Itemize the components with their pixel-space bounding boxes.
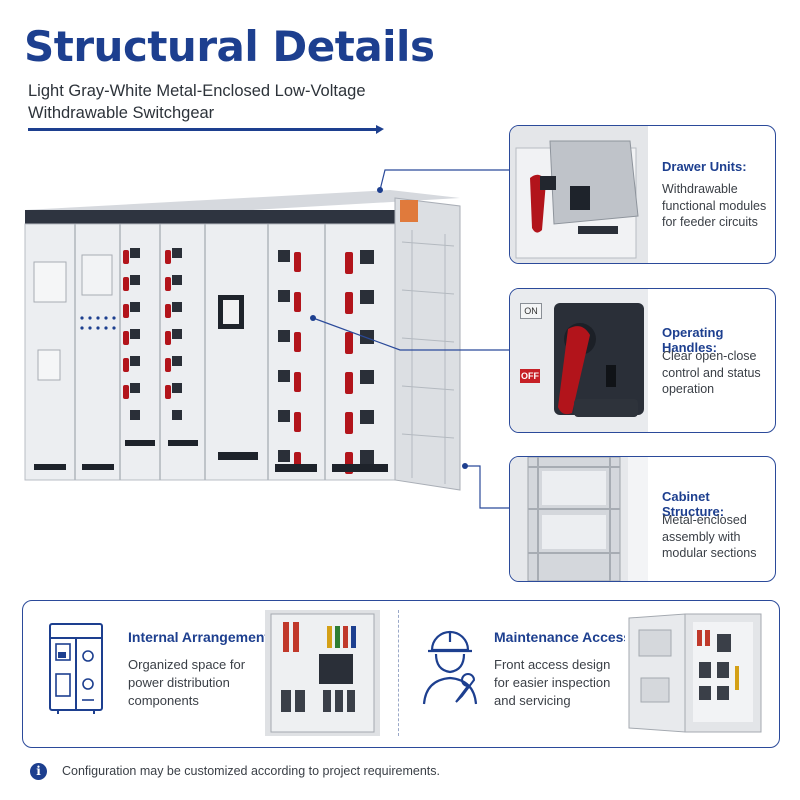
callout-description: Withdrawable functional modules for feed…	[662, 181, 766, 231]
switchgear-illustration	[24, 169, 512, 509]
drawer-unit-photo	[510, 126, 648, 263]
feature-heading: Internal Arrangement:	[128, 629, 274, 645]
page-title: Structural Details	[24, 22, 435, 71]
features-panel	[22, 600, 780, 748]
footer-note: Configuration may be customized accordin…	[62, 764, 440, 778]
feature-description: Organized space for power distribution c…	[128, 656, 245, 710]
feature-line: and servicing	[494, 693, 571, 708]
callout-line: operation	[662, 382, 715, 396]
callout-line: Metal-enclosed	[662, 513, 747, 527]
feature-heading: Maintenance Access:	[494, 629, 636, 645]
callout-operating-handles: ON OFF Operating Handles: Clear open-clo…	[509, 288, 776, 433]
callout-line: Withdrawable	[662, 182, 738, 196]
feature-description: Front access design for easier inspectio…	[494, 656, 610, 710]
callout-line: modular sections	[662, 546, 757, 560]
feature-line: components	[128, 693, 199, 708]
callout-line: Clear open-close	[662, 349, 757, 363]
callout-heading: Drawer Units:	[662, 159, 747, 174]
subtitle-line-1: Light Gray-White Metal-Enclosed Low-Volt…	[28, 82, 366, 100]
engineer-wrench-icon	[422, 630, 478, 705]
maintenance-access-photo	[625, 612, 765, 734]
callout-heading: Cabinet Structure:	[662, 489, 725, 519]
info-icon: i	[30, 763, 47, 780]
internal-arrangement-photo	[265, 610, 380, 736]
cabinet-layout-icon	[49, 623, 103, 714]
callout-line: assembly with	[662, 529, 741, 544]
feature-line: power distribution	[128, 675, 230, 690]
title-underline	[28, 125, 384, 134]
on-indicator: ON	[520, 303, 542, 319]
callout-cabinet-structure: Cabinet Structure: Metal-enclosed assemb…	[509, 456, 776, 582]
off-indicator: OFF	[520, 369, 540, 383]
feature-line: Organized space for	[128, 657, 246, 672]
page-subtitle: Light Gray-White Metal-Enclosed Low-Volt…	[28, 80, 366, 124]
cabinet-frame-photo	[510, 457, 648, 581]
panel-divider	[398, 610, 399, 736]
callout-line: control and status	[662, 365, 761, 380]
callout-line: for feeder circuits	[662, 215, 758, 229]
callout-description: Clear open-close control and status oper…	[662, 348, 761, 398]
callout-drawer-units: Drawer Units: Withdrawable functional mo…	[509, 125, 776, 264]
subtitle-line-2: Withdrawable Switchgear	[28, 104, 215, 122]
feature-line: Front access design	[494, 657, 611, 672]
callout-heading: Operating Handles:	[662, 325, 724, 355]
callout-description: Metal-enclosed assembly with modular sec…	[662, 512, 757, 562]
callout-line: functional modules	[662, 198, 767, 213]
feature-line: for easier inspection	[494, 675, 611, 690]
